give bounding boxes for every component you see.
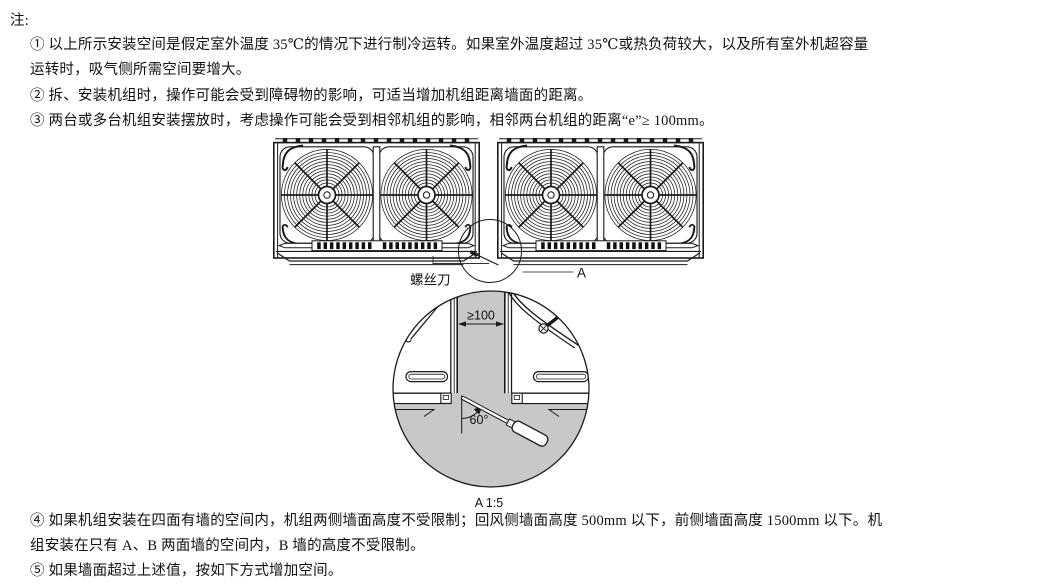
- outdoor-unit-left: [274, 138, 479, 265]
- screwdriver-icon: [460, 395, 549, 447]
- screw-icon: [538, 316, 559, 334]
- notes-label: 注:: [10, 13, 29, 29]
- view-scale-label: A 1:5: [475, 496, 504, 510]
- detail-view-a: ≥100 60° A 1:5: [392, 290, 590, 510]
- screwdriver-leader-line: [432, 256, 489, 264]
- callout-circle: [458, 219, 522, 283]
- note-line-2: ② 拆、安装机组时，操作可能会受到障碍物的影响，可适当增加机组距离墙面的距离。: [30, 88, 593, 104]
- note-line-5: ⑤ 如果墙面超过上述值，按如下方式增加空间。: [30, 563, 343, 579]
- note-line-1b: 运转时，吸气侧所需空间要增大。: [30, 62, 251, 78]
- note-line-3: ③ 两台或多台机组安装摆放时，考虑操作可能会受到相邻机组的影响，相邻两台机组的距…: [30, 113, 714, 129]
- outdoor-unit-right: [498, 138, 703, 265]
- gap-dimension-label: ≥100: [467, 309, 495, 323]
- gap-dimension: ≥100: [458, 309, 504, 327]
- note-line-1a: ① 以上所示安装空间是假定室外温度 35℃的情况下进行制冷运转。如果室外温度超过…: [30, 37, 869, 53]
- note-line-4a: ④ 如果机组安装在四面有墙的空间内，机组两侧墙面高度不受限制；回风侧墙面高度 5…: [30, 513, 883, 529]
- screwdriver-label: 螺丝刀: [410, 273, 451, 288]
- angle-label: 60°: [470, 413, 489, 427]
- small-screwdriver-icon: [469, 250, 499, 266]
- detail-ref-label: A: [577, 266, 586, 281]
- note-line-4b: 组安装在只有 A、B 两面墙的空间内，B 墙的高度不受限制。: [30, 538, 425, 554]
